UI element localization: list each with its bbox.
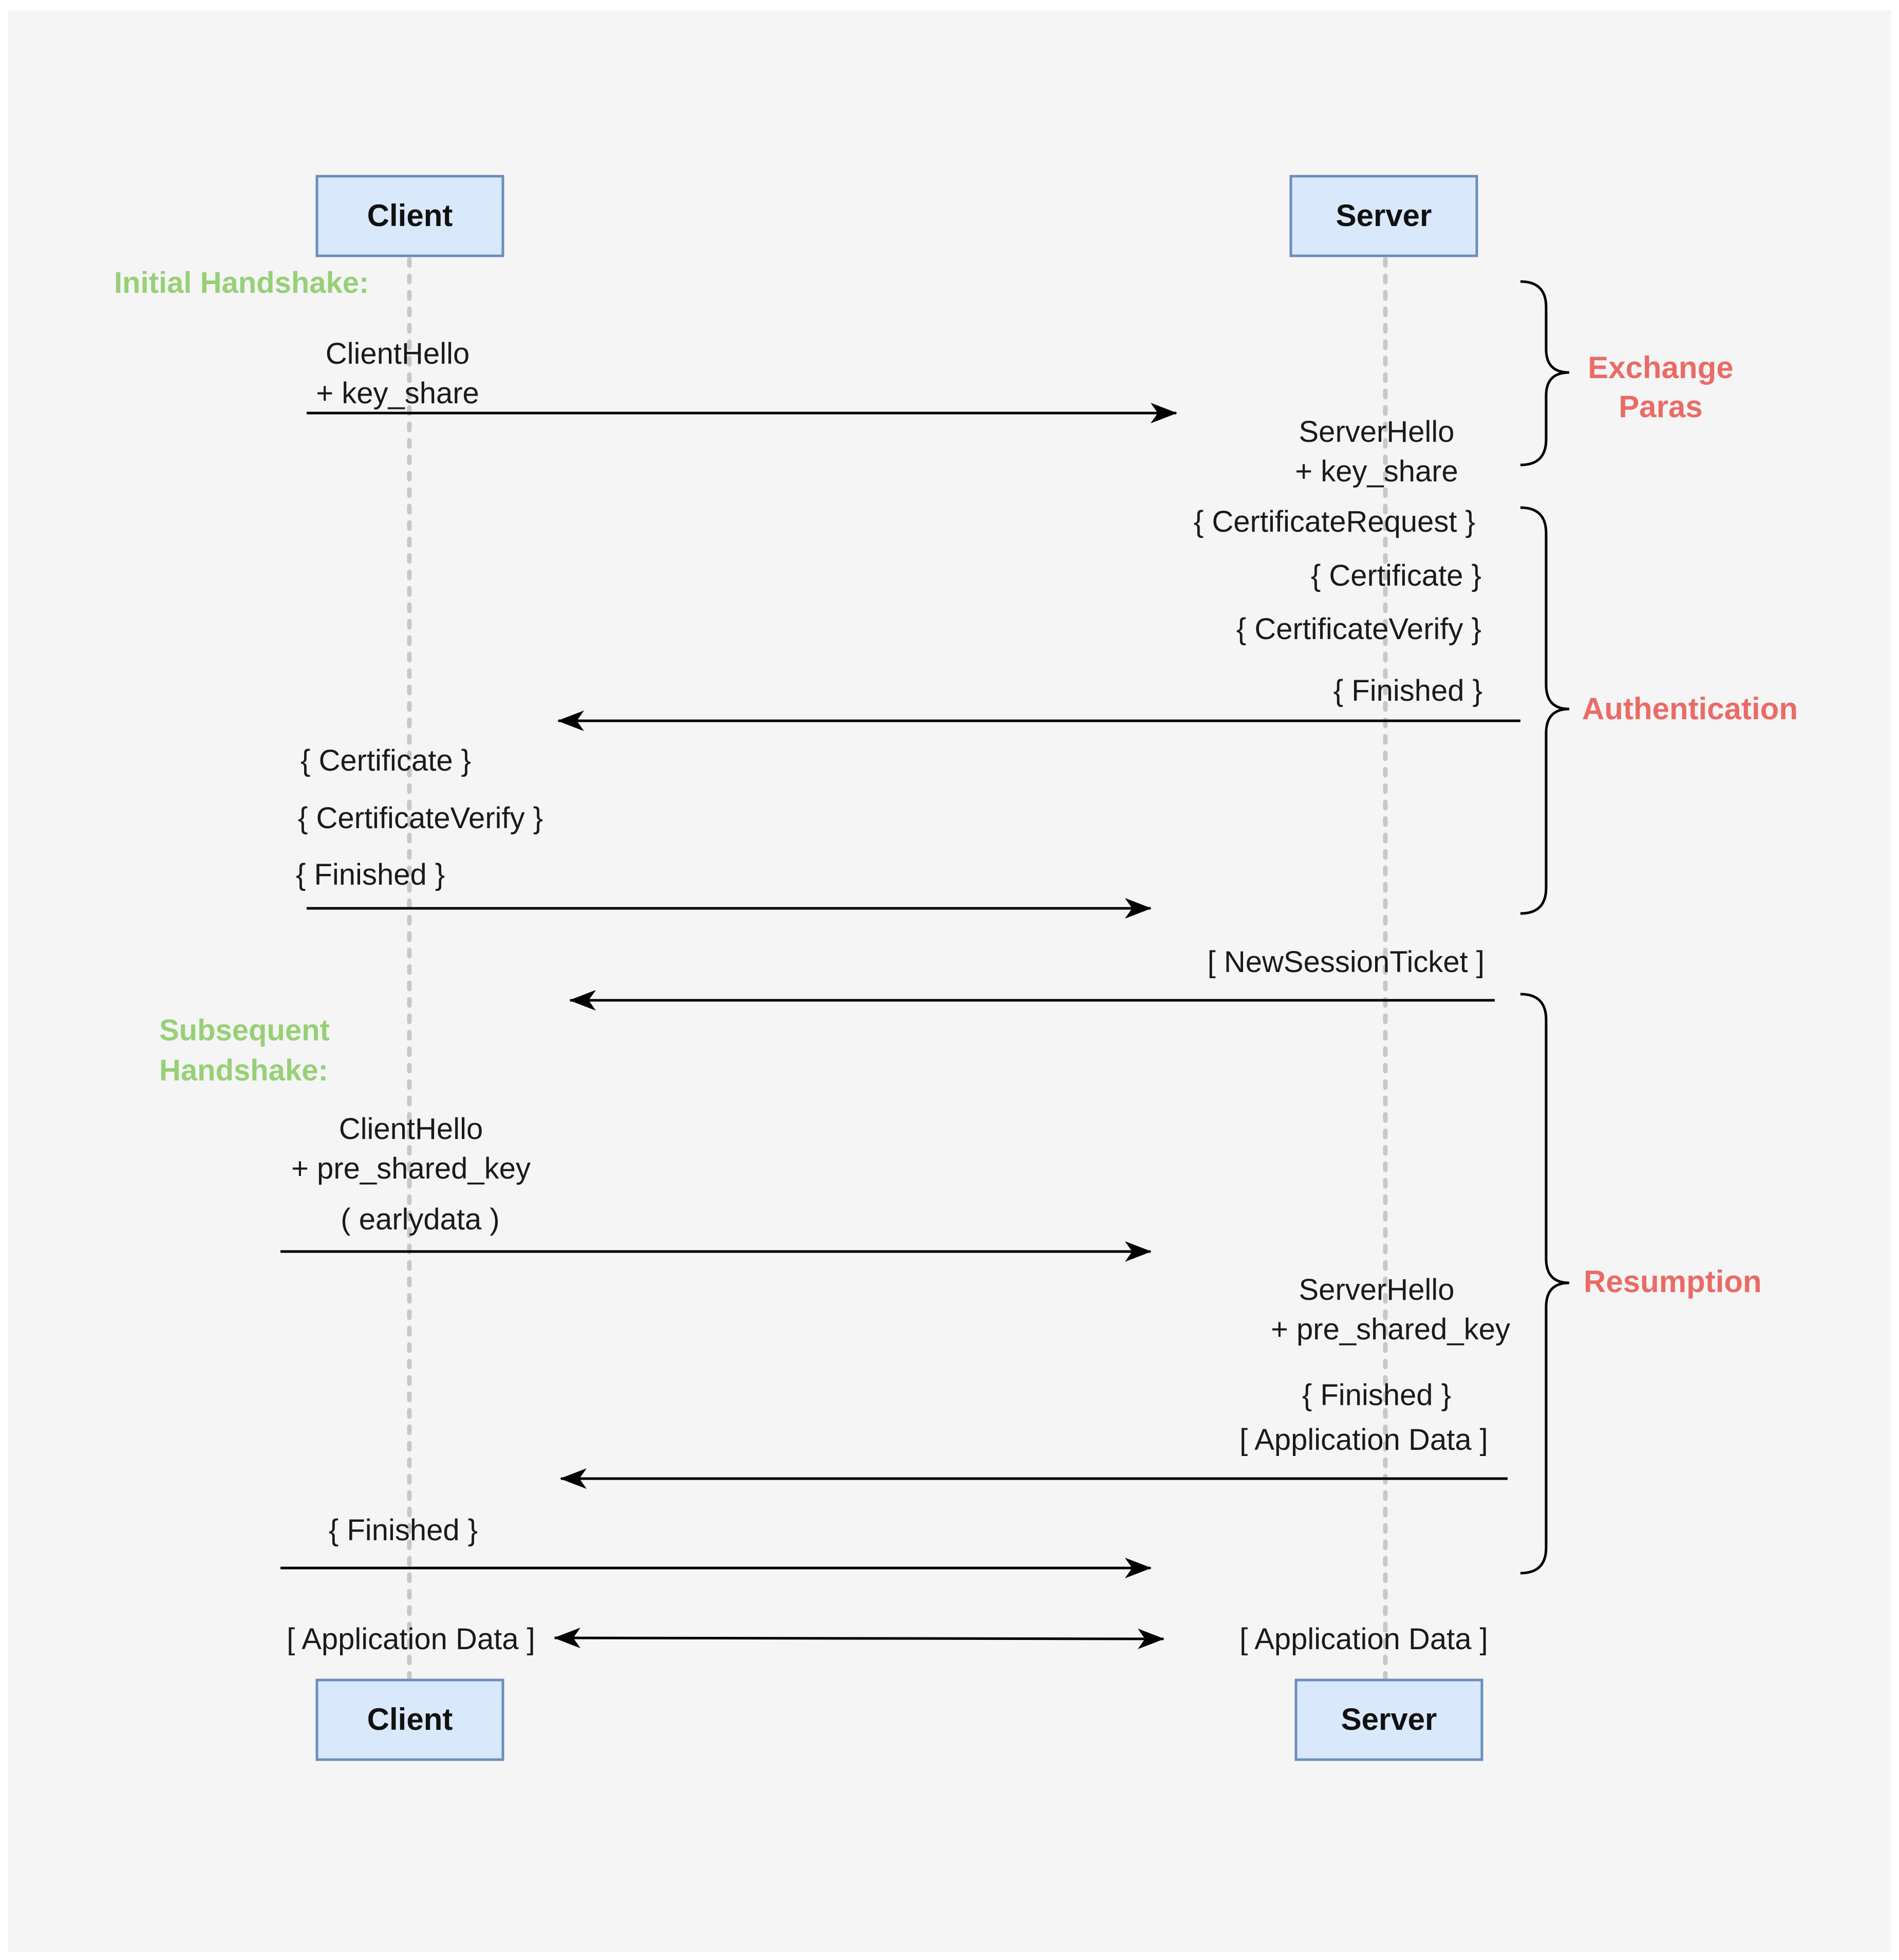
msg-server-finished-1: { Finished }	[1333, 674, 1482, 707]
msg-client-certificate-verify: { CertificateVerify }	[298, 801, 543, 835]
msg-server-app-data-2: [ Application Data ]	[1239, 1622, 1488, 1656]
server-box-bottom	[1294, 1678, 1483, 1761]
msg-server-hello-2: ServerHello	[1299, 1273, 1455, 1306]
phase-resumption: Resumption	[1584, 1264, 1762, 1299]
phase-exchange-line1: Exchange	[1588, 350, 1733, 385]
server-participant-top: Server	[1289, 175, 1478, 257]
server-label-top: Server	[1336, 198, 1432, 233]
brace-exchange	[1520, 280, 1570, 466]
brace-authentication	[1520, 506, 1570, 915]
msg-client-app-data: [ Application Data ]	[287, 1622, 535, 1656]
msg-client-hello-1: ClientHello	[326, 337, 469, 370]
msg-server-certificate-verify: { CertificateVerify }	[1236, 612, 1481, 646]
client-participant-bottom: Client	[315, 1678, 504, 1761]
msg-client-key-share: + key_share	[316, 377, 479, 410]
msg-early-data: ( earlydata )	[341, 1203, 499, 1236]
msg-server-app-data-1: [ Application Data ]	[1239, 1423, 1488, 1457]
msg-new-session-ticket: [ NewSessionTicket ]	[1208, 945, 1484, 979]
client-participant-top: Client	[315, 175, 504, 257]
msg-client-certificate: { Certificate }	[300, 744, 471, 777]
msg-client-hello-2: ClientHello	[339, 1112, 483, 1146]
initial-handshake-label: Initial Handshake:	[114, 266, 369, 300]
brace-resumption	[1520, 993, 1570, 1575]
msg-server-key-share: + key_share	[1295, 455, 1458, 488]
msg-certificate-request: { CertificateRequest }	[1194, 505, 1475, 538]
subsequent-handshake-label-line2: Handshake:	[159, 1054, 328, 1087]
msg-server-certificate: { Certificate }	[1311, 559, 1481, 592]
msg-client-pre-shared-key: + pre_shared_key	[291, 1152, 531, 1185]
msg-server-hello-1: ServerHello	[1299, 415, 1455, 449]
client-label-bottom: Client	[367, 1702, 453, 1737]
phase-authentication: Authentication	[1582, 692, 1798, 726]
msg-client-finished-1: { Finished }	[296, 858, 445, 891]
client-box-bottom	[315, 1678, 504, 1761]
server-label-bottom: Server	[1341, 1702, 1437, 1737]
msg-client-finished-2: { Finished }	[329, 1514, 478, 1547]
msg-server-finished-2: { Finished }	[1302, 1378, 1451, 1412]
msg-server-pre-shared-key: + pre_shared_key	[1271, 1313, 1510, 1346]
diagram-background	[8, 10, 1891, 1952]
server-participant-bottom: Server	[1294, 1678, 1483, 1761]
subsequent-handshake-label-line1: Subsequent	[159, 1014, 330, 1047]
server-box-top	[1289, 175, 1478, 257]
client-box-top	[315, 175, 504, 257]
arrow-app-data-bidirectional	[554, 1628, 1164, 1649]
phase-exchange-line2: Paras	[1619, 389, 1702, 424]
client-label-top: Client	[367, 198, 453, 233]
